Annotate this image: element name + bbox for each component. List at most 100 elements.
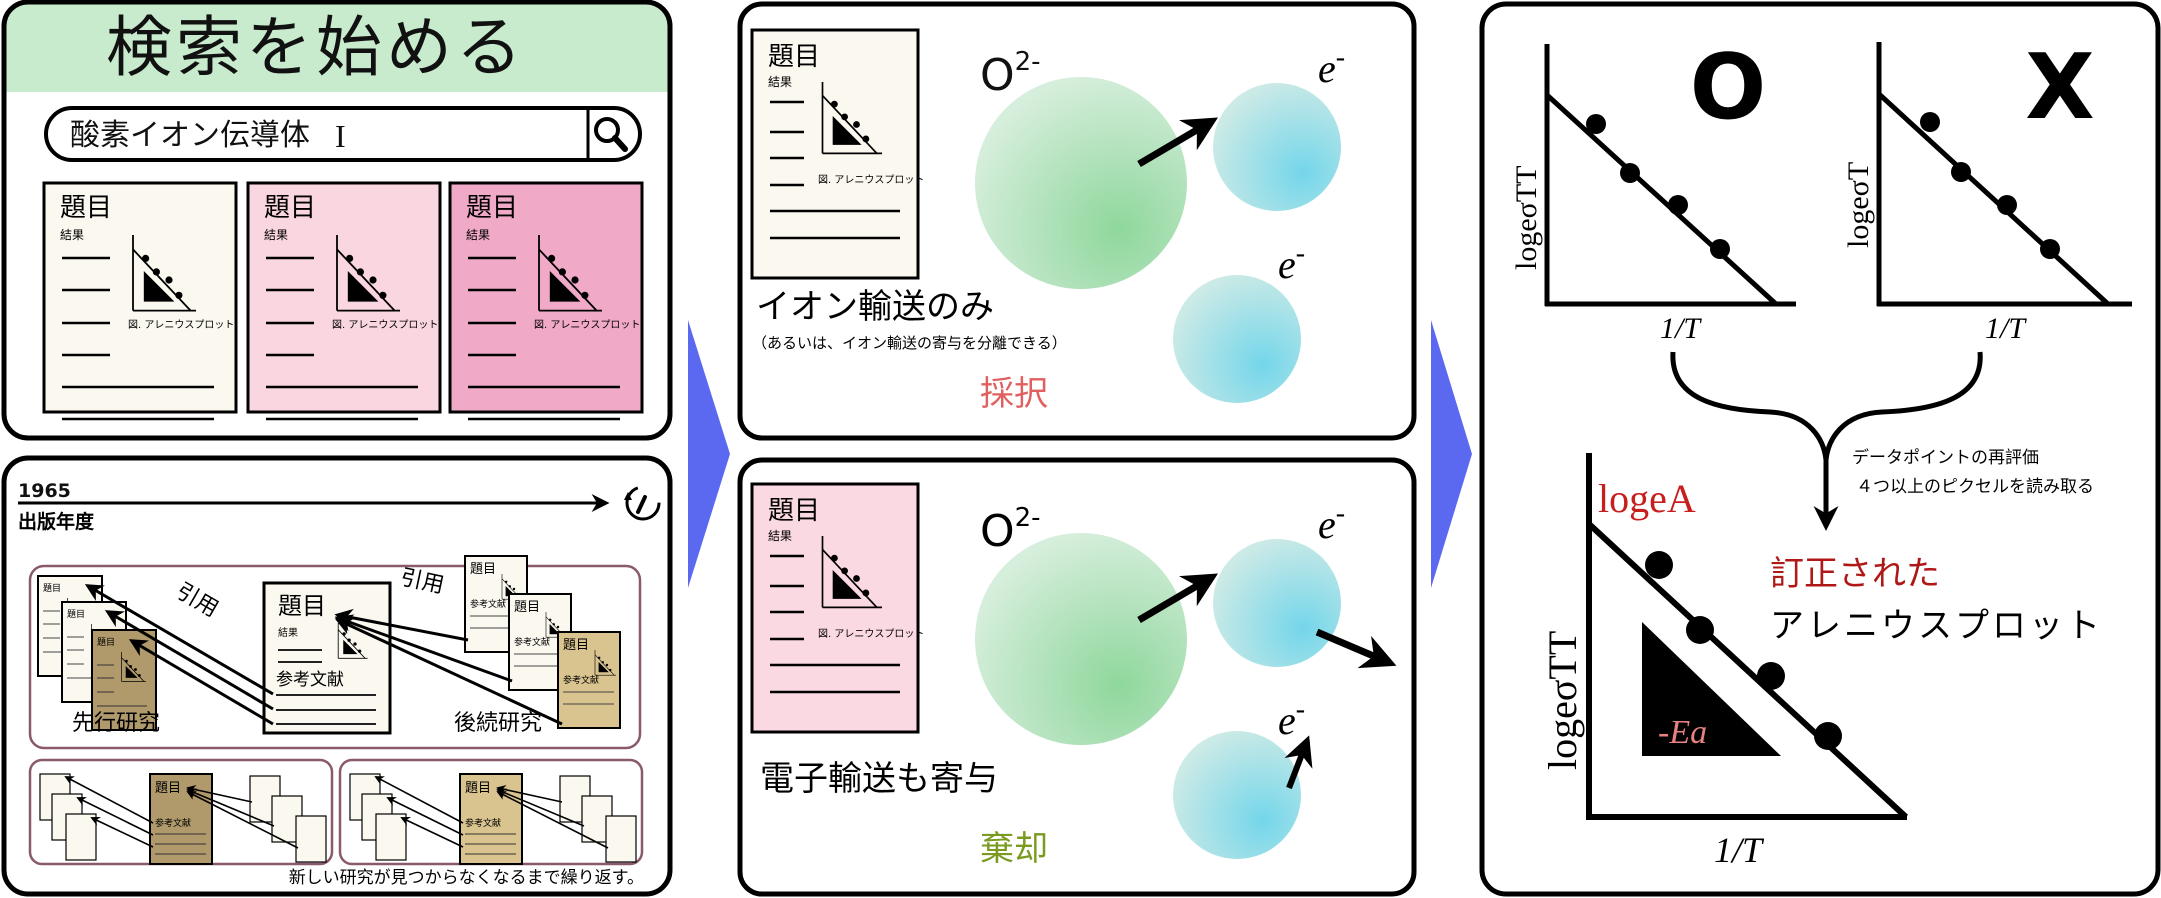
result-card-2[interactable]: 題目 結果 図. アレニウスプロット [246,181,442,421]
svg-text:結果: 結果 [768,529,792,543]
electron-circle-2 [1173,275,1301,403]
result-card-3[interactable]: 題目 結果 図. アレニウスプロット [448,181,644,421]
prior-studies-label: 先行研究 [72,711,160,736]
accept-panel: 題目 結果 図. アレニウスプロット O2- e- e- イオン輸送のみ （ある… [737,1,1417,441]
arrhenius-plot-label: アレニウスプロット [1770,606,2103,646]
citation-arrows-prior [84,584,274,726]
svg-text:参考文献: 参考文献 [514,636,550,648]
plot-corrected-xlabel: 1/T [1714,830,1765,870]
magnifier-icon [594,117,628,152]
figure-caption: 図. アレニウスプロット [534,319,640,331]
accept-verdict: 採択 [980,374,1048,414]
card-subtitle: 結果 [60,228,84,242]
center-paper-card: 題目 結果 参考文献 [262,581,392,735]
accept-paper-card: 題目 結果 図. アレニウスプロット [750,28,924,280]
electron-transport-arrow-2 [1284,735,1313,790]
oxide-ion-label: O2- [980,503,1041,557]
plot-incorrect-xlabel: 1/T [1985,312,2027,345]
search-box[interactable]: 酸素イオン伝導体 I [44,106,642,162]
electron-label-2: e- [1278,238,1305,287]
flow-arrow-1 [688,320,730,588]
timeline-axis-label: 出版年度 [18,510,95,533]
svg-text:結果: 結果 [278,626,298,639]
svg-text:題目: 題目 [97,637,115,648]
svg-text:参考文献: 参考文献 [470,598,506,610]
svg-text:題目: 題目 [514,600,540,615]
reject-heading: 電子輸送も寄与 [760,759,998,799]
search-input[interactable]: 酸素イオン伝導体 [70,118,310,153]
card-title: 題目 [60,193,112,223]
plot-correct-ylabel: logeσTT [1510,166,1543,270]
flow-arrow-2 [1431,320,1472,588]
oxide-ion-circle [975,533,1187,745]
citation-panel: 1965 出版年度 題目 題目 題目 題目 結果 参考文献 [1,455,673,897]
accept-heading: イオン輸送のみ [756,287,994,327]
accept-subheading: （あるいは、イオン輸送の寄与を分離できる） [752,334,1067,352]
search-panel-title: 検索を始める [106,9,526,86]
plot-incorrect: logeσT 1/T X [1842,35,2132,345]
electron-label-1: e- [1318,498,1345,547]
svg-text:題目: 題目 [563,638,589,653]
result-card-1[interactable]: 題目 結果 図. アレニウスプロット [42,181,238,421]
search-button[interactable] [594,117,628,152]
svg-text:参考文献: 参考文献 [155,817,191,829]
svg-text:参考文献: 参考文献 [465,817,501,829]
electron-transport-arrow-1 [1315,628,1397,669]
corrected-label: 訂正された [1770,554,1940,594]
svg-text:題目: 題目 [278,592,326,620]
reject-panel: 題目 結果 図. アレニウスプロット O2- e- e- 電子輸送も寄与 棄却 [737,457,1417,897]
stopwatch-icon [624,485,661,521]
electron-label-2: e- [1278,694,1305,743]
plot-corrected: -Ea logeA logeσTT 1/T [1540,453,1909,870]
text-cursor-icon: I [335,118,346,154]
correct-mark: O [1690,35,1767,140]
citation-arrows-later [334,608,563,726]
svg-text:結果: 結果 [768,75,792,89]
svg-text:題目: 題目 [43,583,61,594]
activation-energy-triangle [1642,622,1781,756]
repeat-footer: 新しい研究が見つからなくなるまで繰り返す。 [289,868,644,888]
svg-text:題目: 題目 [768,496,820,526]
figure-caption: 図. アレニウスプロット [332,319,438,331]
figure-caption: 図. アレニウスプロット [128,319,234,331]
card-title: 題目 [264,193,316,223]
svg-text:題目: 題目 [768,42,820,72]
incorrect-mark: X [2025,35,2094,140]
oxide-ion-label: O2- [980,47,1041,101]
transport-arrow [1137,117,1219,168]
svg-text:図. アレニウスプロット: 図. アレニウスプロット [818,174,924,186]
reeval-note-line1: データポイントの再評価 [1852,447,2039,468]
electron-label-1: e- [1318,42,1345,91]
svg-text:題目: 題目 [155,781,181,796]
reeval-note-line2: ４つ以上のピクセルを読み取る [1856,477,2094,497]
activation-energy-label: -Ea [1658,714,1707,751]
card-subtitle: 結果 [466,228,490,242]
plot-correct-xlabel: 1/T [1660,312,1702,345]
oxide-ion-circle [975,77,1187,289]
electron-circle-2 [1173,731,1301,859]
plot-incorrect-ylabel: logeσT [1842,162,1875,248]
svg-text:題目: 題目 [470,562,496,577]
reevaluation-panel: logeσTT 1/T O logeσT 1/T X データポイントの再評価 ４… [1479,1,2161,897]
ion-transport-arrow [1137,573,1219,624]
card-title: 題目 [466,193,518,223]
electron-circle-1 [1213,83,1341,211]
svg-text:題目: 題目 [465,781,491,796]
intercept-label: logeA [1598,476,1696,521]
svg-text:図. アレニウスプロット: 図. アレニウスプロット [818,628,924,640]
svg-text:題目: 題目 [67,609,85,620]
search-panel: 検索を始める 酸素イオン伝導体 I 題目 結果 [1,0,673,441]
plot-correct: logeσTT 1/T O [1510,35,1796,345]
later-studies-label: 後続研究 [454,711,542,736]
electron-circle-1 [1213,539,1341,667]
svg-text:参考文献: 参考文献 [563,674,599,686]
card-subtitle: 結果 [264,228,288,242]
svg-text:参考文献: 参考文献 [276,670,344,690]
plot-corrected-ylabel: logeσTT [1540,631,1585,770]
year-label: 1965 [18,480,71,502]
reject-paper-card: 題目 結果 図. アレニウスプロット [750,482,924,734]
reject-verdict: 棄却 [980,829,1048,869]
